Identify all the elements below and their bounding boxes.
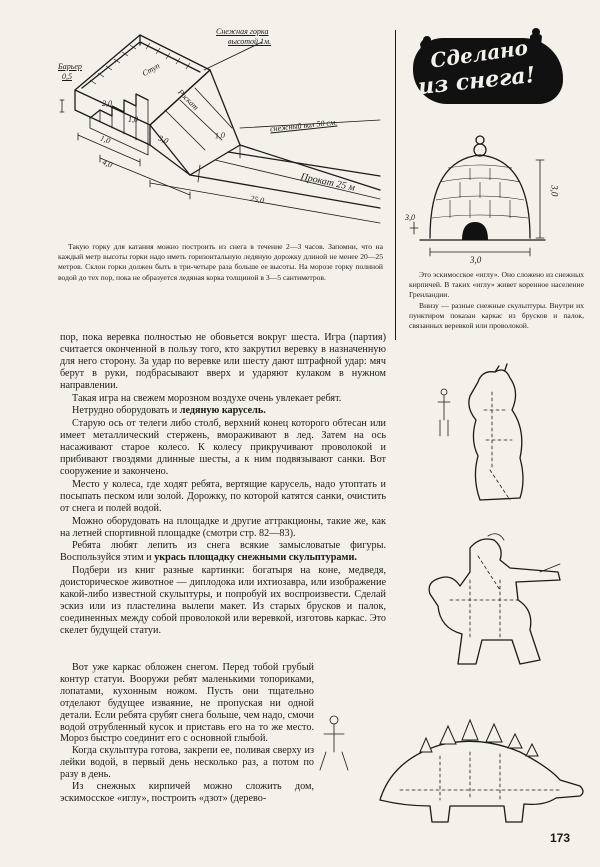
paragraph-4: Старую ось от телеги либо столб, верхний… (60, 418, 386, 477)
igloo-snowman-top (473, 135, 487, 157)
paragraph-11: Из снежных кирпичей можно сложить дом, э… (60, 781, 314, 804)
paragraph-7: Ребята любят лепить из снега всякие замы… (60, 540, 386, 564)
label-snow-slide-height: высотой 1м. (228, 37, 272, 46)
igloo-caption: Это эскимосское «иглу». Оно сложено из с… (409, 270, 584, 331)
ice-track (189, 144, 381, 209)
igloo-caption-p1: Это эскимосское «иглу». Оно сложено из с… (409, 270, 584, 300)
paragraph-3: Нетрудно оборудовать и ледяную карусель. (60, 405, 386, 417)
label-barrier: Барьер (58, 62, 82, 71)
slide-caption: Такую горку для катания можно построить … (58, 242, 383, 282)
paragraph-5: Место у колеса, где ходят ребята, вертящ… (60, 478, 386, 514)
dimension-lines (59, 41, 381, 224)
paragraph-6: Можно оборудовать на площадке и другие а… (60, 515, 386, 539)
label-barrier-height: 0,5 (62, 72, 72, 81)
paragraph-8: Подбери из книг разные картинки: богатыр… (60, 565, 386, 636)
main-article-text: пор, пока веревка полностью не обовьется… (60, 332, 386, 638)
page-number: 173 (549, 831, 570, 845)
paragraph-2: Такая игра на свежем морозном воздухе оч… (72, 392, 342, 404)
column-divider (395, 30, 396, 340)
label-width: 2,0 (102, 99, 112, 108)
paragraph-7-emphasis: укрась площадку снежными скульптурами. (154, 552, 357, 564)
igloo-caption-p2: Внизу — разные снежные скульптуры. Внутр… (409, 300, 584, 331)
label-height: 1,0 (128, 115, 138, 124)
article-text-continued: Вот уже каркас обложен снегом. Перед тоб… (60, 662, 314, 805)
dinosaur-frame-sketch (319, 715, 349, 771)
bear-frame-sketch (437, 388, 451, 437)
paragraph-3-emphasis: ледяную карусель. (179, 405, 266, 417)
igloo-dimensions (409, 159, 545, 257)
dinosaur-figure (379, 718, 584, 823)
slide-stairs (89, 93, 149, 156)
bear-figure (468, 363, 524, 501)
igloo-small-label: 3,0 (405, 213, 415, 222)
paragraph-10: Когда скульптура готова, закрепи ее, пол… (60, 745, 314, 781)
paragraph-3-text: Нетрудно оборудовать и (72, 405, 180, 417)
horseman-figure (428, 533, 561, 665)
igloo-width-label: 3,0 (470, 255, 482, 265)
igloo-dome (419, 154, 546, 241)
paragraph-1: пор, пока веревка полностью не обовьется… (60, 332, 386, 391)
paragraph-7-text: Ребята любят лепить из снега всякие замы… (60, 540, 386, 564)
paragraph-9: Вот уже каркас обложен снегом. Перед тоб… (60, 662, 314, 745)
label-snow-slide: Снежная горка (216, 27, 269, 36)
